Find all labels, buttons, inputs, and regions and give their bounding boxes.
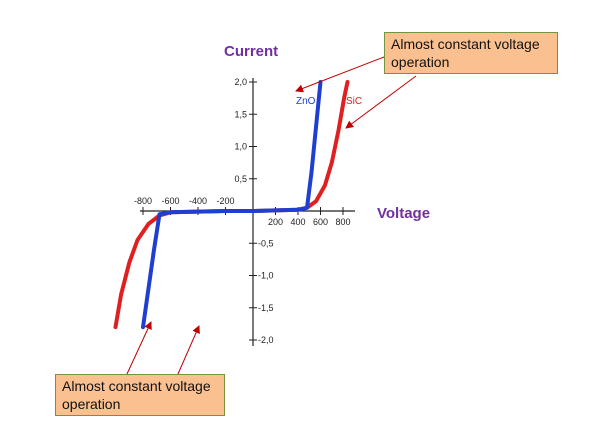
annotation-arrow: [126, 321, 152, 375]
y-tick-label: -0,5: [258, 238, 274, 248]
y-tick-label: -1,5: [258, 303, 274, 313]
x-axis-title: Voltage: [377, 205, 431, 222]
y-tick-label: 0,5: [234, 174, 247, 184]
x-tick-label: -200: [216, 196, 234, 206]
annotation-bottom-left: Almost constant voltage operation: [55, 374, 225, 416]
x-tick-label: -800: [134, 196, 152, 206]
y-axis-title: Current: [224, 43, 279, 60]
y-tick-label: -2,0: [258, 335, 274, 345]
x-tick-label: 800: [335, 217, 350, 227]
x-tick-label: 200: [268, 217, 283, 227]
series-line-zno: [141, 80, 323, 330]
x-tick-label: 600: [313, 217, 328, 227]
annotation-arrow: [177, 325, 200, 375]
x-tick-label: -600: [161, 196, 179, 206]
x-tick-label: 400: [290, 217, 305, 227]
y-tick-label: 1,0: [234, 142, 247, 152]
series-lines: [113, 80, 350, 330]
series-label-zno: ZnO: [296, 96, 316, 107]
y-tick-label: 2,0: [234, 77, 247, 87]
annotation-arrow: [295, 56, 385, 93]
annotation-arrows: [126, 56, 417, 375]
series-labels: ZnO SiC: [296, 96, 362, 107]
annotation-top-right: Almost constant voltage operation: [384, 32, 558, 74]
x-tick-label: -400: [189, 196, 207, 206]
y-tick-label: -1,0: [258, 271, 274, 281]
ticks: -800 -600 -400 -200 200 400 600 800 2,0 1,5 1,0 0,5…: [134, 77, 351, 345]
series-label-sic: SiC: [346, 96, 362, 107]
annotation-arrow: [345, 75, 417, 129]
y-tick-label: 1,5: [234, 109, 247, 119]
